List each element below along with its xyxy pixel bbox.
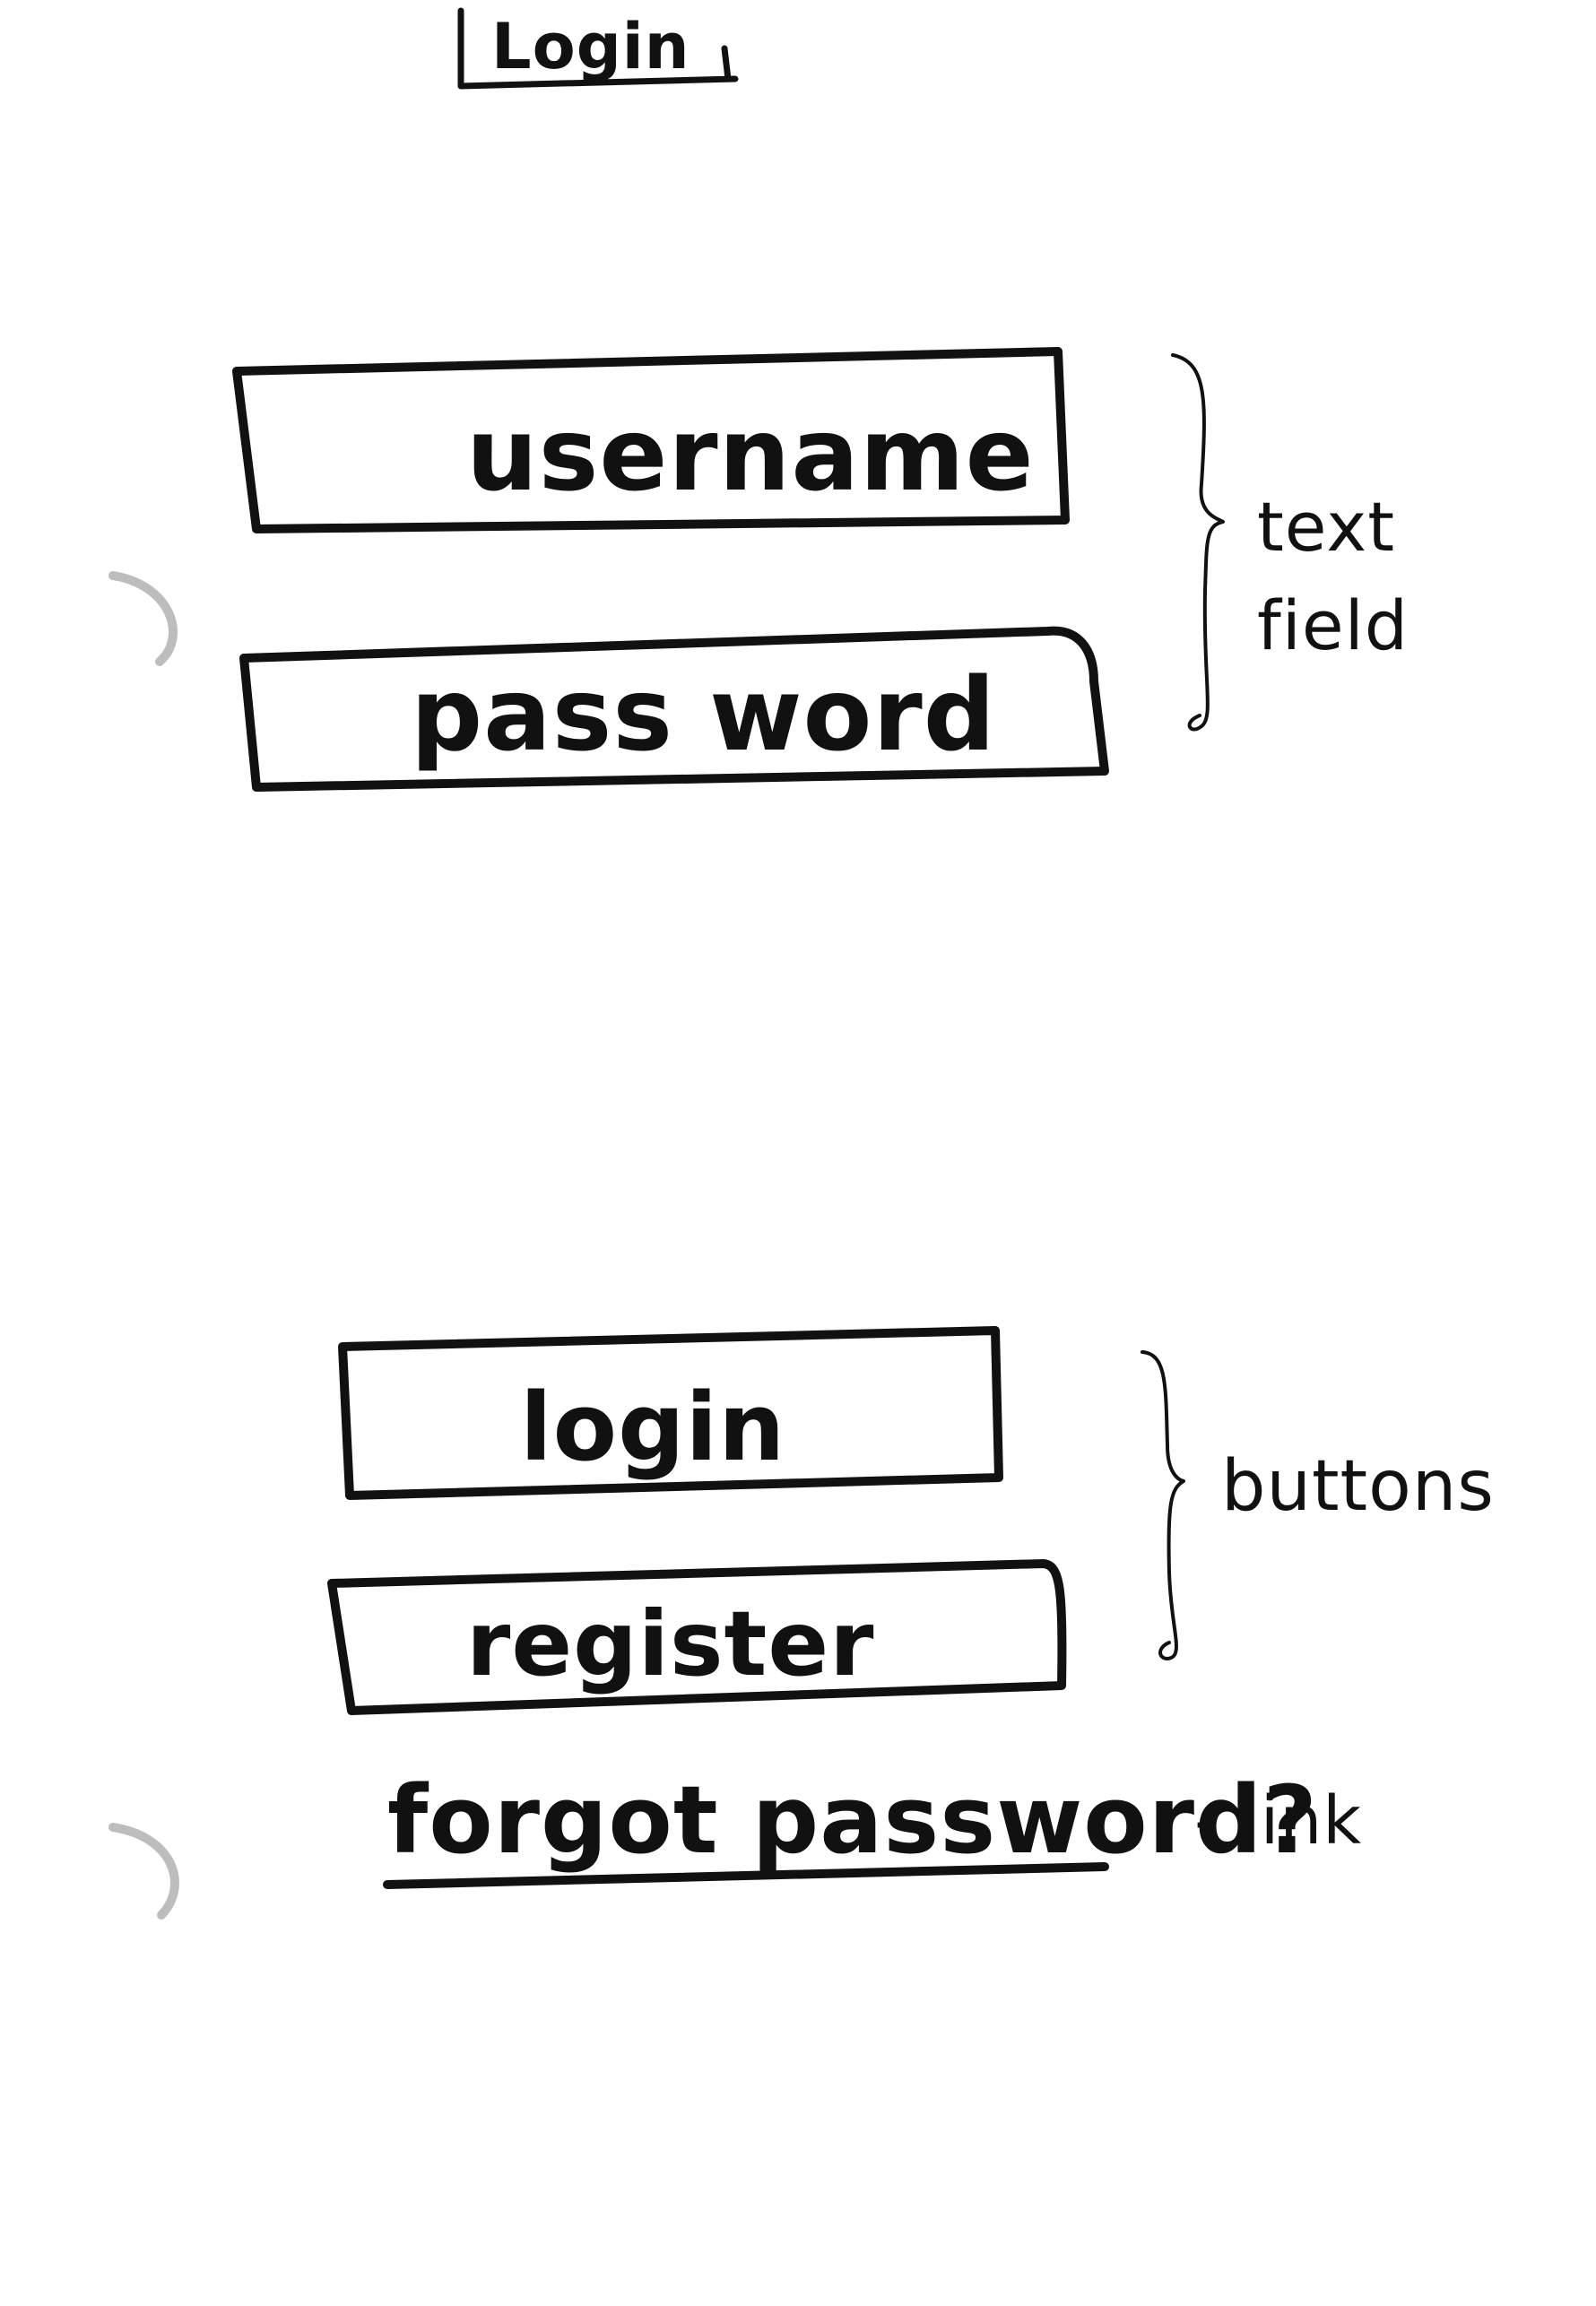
forgot-password-link[interactable]: forgot password? [383,1765,1318,1889]
username-placeholder: username [466,397,1035,514]
text-field-annotation-line-1: text [1257,487,1395,567]
page-title: Login [491,10,690,83]
register-button-outline [327,1559,1067,1715]
text-field-annotation-line-2: field [1257,585,1409,665]
username-input[interactable]: username [232,347,1070,533]
forgot-password-underline [383,1862,1109,1889]
binder-hole-top [108,571,178,666]
password-field-outline [239,626,1109,792]
buttons-bracket [1141,1350,1185,1660]
buttons-annotation: buttons [1221,1446,1495,1527]
username-field-outline [232,347,1070,533]
forgot-password-link-text: forgot password? [387,1765,1318,1875]
login-button-outline [338,1326,1003,1500]
text-field-bracket [1171,353,1225,732]
binder-hole-bottom [108,1823,179,1920]
title-frame [457,7,739,90]
password-placeholder: pass word [411,657,996,774]
text-field-annotation: text field [1257,487,1418,665]
register-button[interactable]: register [327,1559,1067,1715]
link-annotation: - link [1194,1782,1362,1860]
login-button-label: login [520,1373,785,1482]
login-button[interactable]: login [338,1326,1003,1500]
register-button-label: register [466,1591,874,1696]
password-input[interactable]: pass word [239,626,1109,792]
